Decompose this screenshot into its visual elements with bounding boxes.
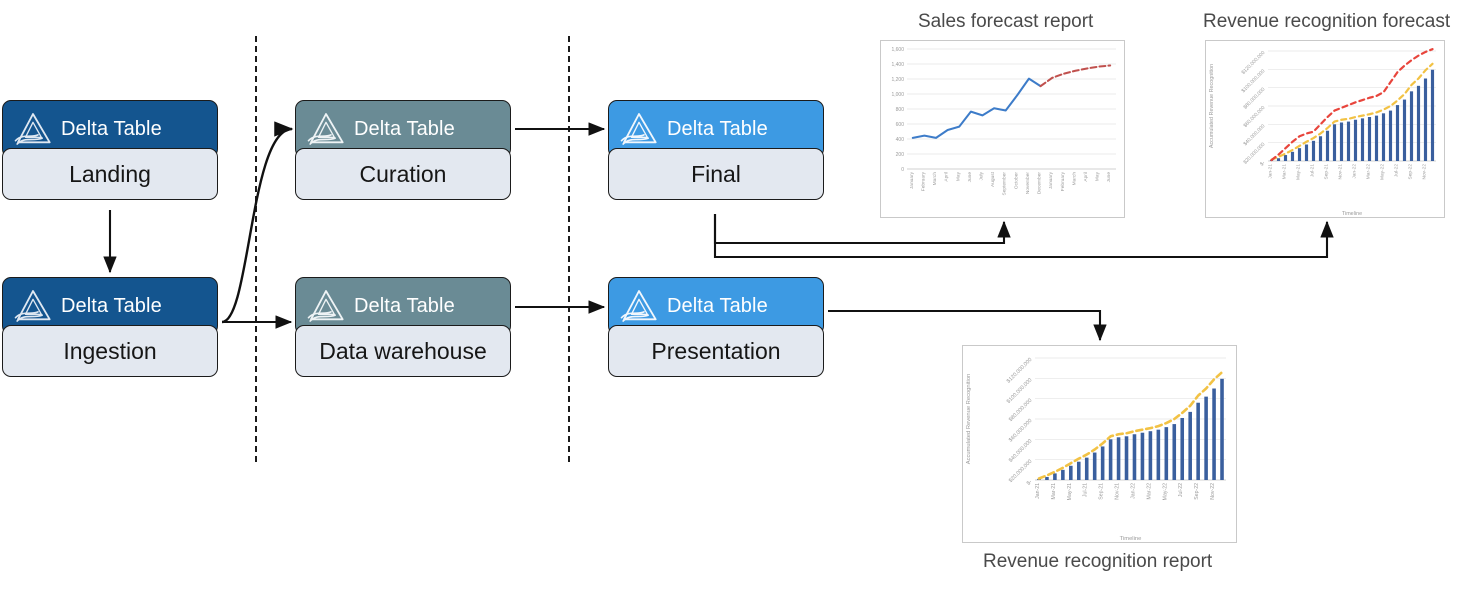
svg-text:Nov-21: Nov-21 xyxy=(1338,164,1344,180)
chart-revenue-forecast[interactable]: $-$20,000,000$40,000,000$60,000,000$80,0… xyxy=(1205,40,1445,218)
node-label-delta-table: Delta Table xyxy=(61,294,162,317)
svg-text:March: March xyxy=(1071,172,1077,186)
svg-text:Sep-21: Sep-21 xyxy=(1099,483,1105,500)
node-data-warehouse-body: Data warehouse xyxy=(295,325,511,377)
svg-text:Accumulated Revenue Recognitio: Accumulated Revenue Recognition xyxy=(1209,64,1215,148)
node-final-name: Final xyxy=(691,160,741,187)
svg-text:September: September xyxy=(1002,172,1008,196)
svg-text:June: June xyxy=(967,172,973,183)
node-final[interactable]: Delta Table Final xyxy=(608,100,824,200)
node-data-warehouse[interactable]: Delta Table Data warehouse xyxy=(295,277,511,377)
svg-text:1,600: 1,600 xyxy=(891,47,904,53)
svg-text:May: May xyxy=(955,171,961,181)
svg-text:December: December xyxy=(1037,172,1043,195)
svg-text:January: January xyxy=(1048,171,1054,189)
svg-text:Jul-21: Jul-21 xyxy=(1083,483,1089,497)
svg-text:Sep-22: Sep-22 xyxy=(1408,164,1414,180)
connector-final-to-revenue-forecast xyxy=(713,214,1334,259)
node-label-delta-table: Delta Table xyxy=(354,117,455,140)
node-final-body: Final xyxy=(608,148,824,200)
svg-text:Timeline: Timeline xyxy=(1342,211,1362,217)
node-curation[interactable]: Delta Table Curation xyxy=(295,100,511,200)
svg-text:Sep-22: Sep-22 xyxy=(1194,483,1200,500)
svg-text:1,000: 1,000 xyxy=(891,92,904,98)
svg-text:February: February xyxy=(1060,171,1066,191)
svg-text:Mar-21: Mar-21 xyxy=(1051,483,1057,500)
node-presentation-name: Presentation xyxy=(651,337,781,364)
svg-text:Sep-21: Sep-21 xyxy=(1324,164,1330,180)
connector-ingestion-to-curation xyxy=(221,121,294,324)
delta-lake-logo-icon xyxy=(14,113,51,145)
svg-text:$-: $- xyxy=(1259,160,1267,168)
svg-text:Jul-21: Jul-21 xyxy=(1310,164,1316,177)
svg-text:May-21: May-21 xyxy=(1067,483,1073,500)
svg-text:Nov-22: Nov-22 xyxy=(1210,483,1216,500)
svg-text:Jan-22: Jan-22 xyxy=(1130,483,1136,499)
delta-lake-logo-icon xyxy=(14,290,51,322)
svg-text:Jan-21: Jan-21 xyxy=(1035,483,1041,499)
delta-lake-logo-icon xyxy=(620,290,657,322)
svg-text:April: April xyxy=(944,172,950,182)
svg-text:July: July xyxy=(978,171,984,180)
node-label-delta-table: Delta Table xyxy=(354,294,455,317)
node-presentation[interactable]: Delta Table Presentation xyxy=(608,277,824,377)
connector-final-to-sales-forecast xyxy=(713,214,1011,245)
svg-text:Jul-22: Jul-22 xyxy=(1394,164,1400,177)
svg-text:$-: $- xyxy=(1026,479,1034,487)
chart-title-revenue-report: Revenue recognition report xyxy=(983,551,1213,572)
svg-text:May: May xyxy=(1095,171,1101,181)
svg-text:November: November xyxy=(1025,172,1031,195)
svg-text:Mar-21: Mar-21 xyxy=(1282,164,1288,180)
svg-text:Accumulated Revenue Recognitio: Accumulated Revenue Recognition xyxy=(966,374,972,465)
svg-text:600: 600 xyxy=(896,122,905,128)
connector-presentation-to-revenue-report xyxy=(828,309,1107,342)
svg-text:Nov-22: Nov-22 xyxy=(1422,164,1428,180)
svg-text:1,200: 1,200 xyxy=(891,77,904,83)
svg-text:April: April xyxy=(1083,172,1089,182)
node-presentation-body: Presentation xyxy=(608,325,824,377)
node-landing-name: Landing xyxy=(69,160,151,187)
svg-text:400: 400 xyxy=(896,137,905,143)
svg-text:1,400: 1,400 xyxy=(891,62,904,68)
node-data-warehouse-name: Data warehouse xyxy=(319,337,487,364)
svg-text:0: 0 xyxy=(901,167,904,173)
svg-text:200: 200 xyxy=(896,152,905,158)
svg-text:800: 800 xyxy=(896,107,905,113)
svg-text:February: February xyxy=(920,171,926,191)
svg-text:Mar-22: Mar-22 xyxy=(1146,483,1152,500)
svg-text:Jan-21: Jan-21 xyxy=(1268,164,1274,179)
svg-text:March: March xyxy=(932,172,938,186)
node-ingestion-name: Ingestion xyxy=(63,337,157,364)
node-label-delta-table: Delta Table xyxy=(61,117,162,140)
node-ingestion[interactable]: Delta Table Ingestion xyxy=(2,277,218,377)
svg-text:October: October xyxy=(1013,172,1019,189)
node-label-delta-table: Delta Table xyxy=(667,294,768,317)
svg-text:May-21: May-21 xyxy=(1296,164,1302,180)
chart-title-revenue-forecast: Revenue recognition forecast xyxy=(1203,11,1451,32)
svg-text:January: January xyxy=(909,171,915,189)
node-landing-body: Landing xyxy=(2,148,218,200)
svg-text:Nov-21: Nov-21 xyxy=(1115,483,1121,500)
node-ingestion-body: Ingestion xyxy=(2,325,218,377)
svg-text:June: June xyxy=(1106,172,1112,183)
svg-text:Mar-22: Mar-22 xyxy=(1366,164,1372,180)
chart-revenue-report[interactable]: $-$20,000,000$40,000,000$60,000,000$80,0… xyxy=(962,345,1237,543)
svg-text:Timeline: Timeline xyxy=(1120,536,1142,542)
node-curation-body: Curation xyxy=(295,148,511,200)
delta-lake-logo-icon xyxy=(307,290,344,322)
svg-text:May-22: May-22 xyxy=(1380,164,1386,180)
node-label-delta-table: Delta Table xyxy=(667,117,768,140)
node-landing[interactable]: Delta Table Landing xyxy=(2,100,218,200)
delta-lake-logo-icon xyxy=(307,113,344,145)
svg-text:Jul-22: Jul-22 xyxy=(1178,483,1184,497)
divider-line-1 xyxy=(255,36,257,462)
delta-lake-logo-icon xyxy=(620,113,657,145)
svg-text:Jan-22: Jan-22 xyxy=(1352,164,1358,179)
node-curation-name: Curation xyxy=(359,160,447,187)
chart-title-sales-forecast: Sales forecast report xyxy=(918,11,1094,32)
svg-text:August: August xyxy=(990,171,996,187)
divider-line-2 xyxy=(568,36,570,462)
svg-text:May-22: May-22 xyxy=(1162,483,1168,500)
